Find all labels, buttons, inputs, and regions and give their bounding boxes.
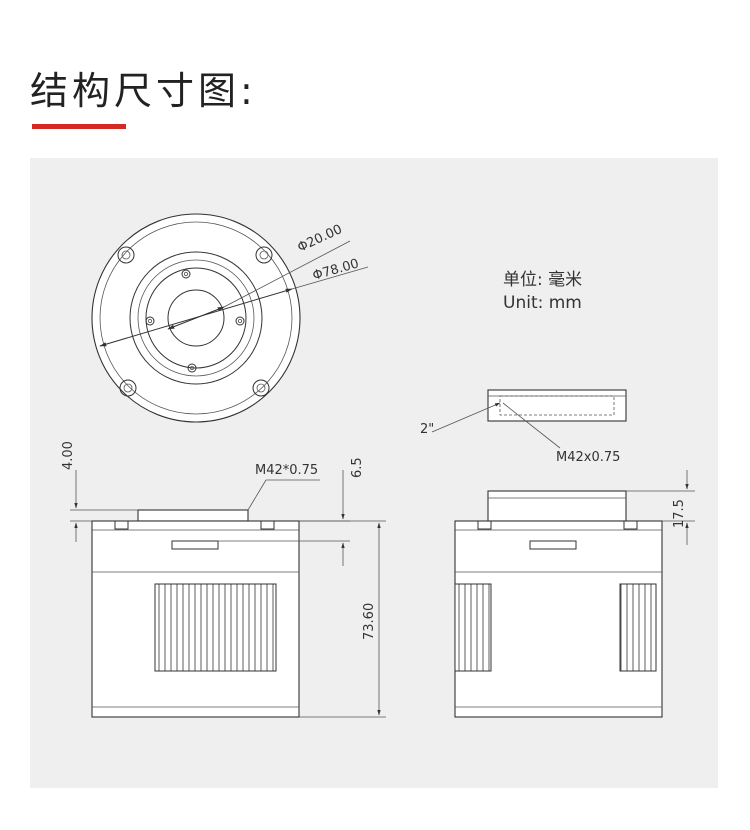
front-flange (137, 509, 249, 522)
outer-diameter-label: Φ78.00 (311, 256, 361, 283)
unit-label-cn: 单位: 毫米 (503, 270, 582, 290)
adapter-thread-leader (502, 402, 561, 449)
dim-17-5-label: 17.5 (672, 499, 687, 528)
thread-left-label: M42*0.75 (255, 463, 318, 478)
mount-tab-left (114, 520, 129, 530)
fins-left (454, 583, 492, 672)
filter-adapter-view: 2" M42x0.75 (420, 389, 627, 465)
adapter-thread-label: M42x0.75 (556, 450, 620, 465)
inner-diameter-label: Φ20.00 (295, 222, 344, 256)
outer-diameter-line (99, 288, 293, 347)
adapter-on-body (487, 490, 627, 522)
page-title: 结构尺寸图: (30, 69, 257, 113)
adapter-ring (487, 389, 627, 422)
dim-4-label: 4.00 (61, 441, 76, 470)
front-view-with-adapter: 17.5 (454, 470, 695, 718)
fins-right (619, 583, 657, 672)
heatsink-fins (154, 583, 277, 672)
screw-holes-outer (117, 246, 273, 397)
label-plate-right (529, 540, 577, 550)
filter-size-label: 2" (420, 422, 434, 437)
dim-73-60-label: 73.60 (362, 603, 377, 640)
dim-6-5-label: 6.5 (350, 457, 365, 478)
top-view: Φ20.00 Φ78.00 (91, 213, 369, 423)
unit-label-en: Unit: mm (503, 293, 582, 313)
title-underline (32, 124, 126, 129)
outer-diameter-leader (291, 266, 369, 290)
front-view: 4.00 M42*0.75 6.5 73.60 (61, 441, 386, 718)
mount-tab-right (260, 520, 275, 530)
filter-size-leader (431, 402, 501, 433)
label-plate (171, 540, 219, 550)
